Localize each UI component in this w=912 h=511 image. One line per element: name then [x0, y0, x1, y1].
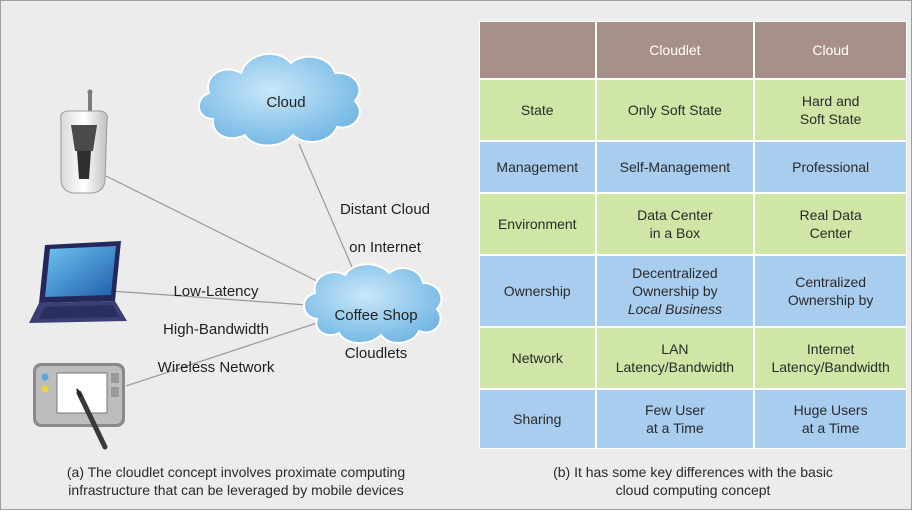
link-phone-to-cloudlet	[105, 175, 334, 290]
row-attr: Sharing	[479, 389, 596, 449]
cell-text: Data Center	[637, 207, 713, 223]
link-laptop-to-cloudlet	[110, 290, 322, 307]
cell-text: Local Business	[627, 301, 722, 317]
network-line-2: High-Bandwidth	[163, 321, 269, 338]
cloud-cell: Hard and Soft State	[754, 79, 907, 141]
cell-text: at a Time	[646, 420, 704, 436]
row-attr: Environment	[479, 193, 596, 255]
concept-diagram	[29, 53, 443, 450]
cell-text: LAN	[661, 341, 689, 357]
cloudlet-cell: LAN Latency/Bandwidth	[595, 327, 755, 389]
table-row: Sharing Few User at a Time Huge Users at…	[479, 389, 907, 449]
cloud-cell: Centralized Ownership by	[754, 255, 907, 327]
caption-b-line-2: cloud computing concept	[615, 482, 771, 498]
header-cloud: Cloud	[754, 21, 907, 79]
caption-a: (a) The cloudlet concept involves proxim…	[11, 463, 461, 499]
row-attr: Management	[479, 141, 596, 193]
cell-text: Huge Users	[793, 402, 868, 418]
table-row: Ownership Decentralized Ownership by Loc…	[479, 255, 907, 327]
cloudlet-cell: Decentralized Ownership by Local Busines…	[595, 255, 755, 327]
cell-text: Latency/Bandwidth	[615, 359, 735, 375]
cell-text: at a Time	[801, 420, 860, 436]
cell-text: Only Soft State	[627, 102, 722, 118]
cell-text: Professional	[792, 159, 870, 175]
cloudlet-cell: Data Center in a Box	[595, 193, 755, 255]
tablet-stylus-icon	[33, 363, 125, 450]
comparison-table: Cloudlet Cloud State Only Soft State Har…	[479, 21, 907, 449]
header-corner	[479, 21, 596, 79]
cell-text: Center	[809, 225, 852, 241]
table-header-row: Cloudlet Cloud	[479, 21, 907, 79]
network-label: Low-Latency High-Bandwidth Wireless Netw…	[141, 263, 291, 396]
cell-text: Internet	[806, 341, 855, 357]
cloud-cell: Internet Latency/Bandwidth	[754, 327, 907, 389]
cloud-icon	[198, 53, 361, 147]
cloudlet-concept-panel: Cloud Distant Cloud on Internet Low-Late…	[1, 1, 471, 511]
cell-text: Real Data	[799, 207, 862, 223]
cloud-label: Cloud	[266, 94, 306, 111]
cell-text: Ownership by	[632, 283, 718, 299]
cloudlet-line-1: Coffee Shop	[334, 307, 418, 324]
cell-text: Hard and	[801, 93, 860, 109]
cloudlet-label: Coffee Shop Cloudlets	[319, 287, 433, 382]
link-cloud-to-cloudlet	[298, 143, 359, 282]
cloudlet-cell: Self-Management	[595, 141, 755, 193]
cloudlet-cell: Few User at a Time	[595, 389, 755, 449]
cell-text: Self-Management	[619, 159, 731, 175]
table-row: Environment Data Center in a Box Real Da…	[479, 193, 907, 255]
cell-text: in a Box	[649, 225, 701, 241]
table-row: Management Self-Management Professional	[479, 141, 907, 193]
caption-b: (b) It has some key differences with the…	[479, 463, 907, 499]
distant-cloud-line-1: Distant Cloud	[339, 201, 431, 218]
cloudlet-line-2: Cloudlets	[344, 345, 408, 362]
cloud-cell: Huge Users at a Time	[754, 389, 907, 449]
network-line-3: Wireless Network	[157, 359, 275, 376]
caption-b-line-1: (b) It has some key differences with the…	[553, 464, 833, 480]
cloud-cell: Professional	[754, 141, 907, 193]
distant-cloud-label: Distant Cloud on Internet	[323, 181, 447, 276]
row-attr: Network	[479, 327, 596, 389]
caption-a-line-2: infrastructure that can be leveraged by …	[68, 482, 404, 498]
network-line-1: Low-Latency	[173, 283, 259, 300]
table-row: Network LAN Latency/Bandwidth Internet L…	[479, 327, 907, 389]
cell-text: Decentralized	[632, 265, 718, 281]
row-attr: Ownership	[479, 255, 596, 327]
row-attr: State	[479, 79, 596, 141]
cell-text: Ownership by	[787, 292, 874, 308]
cell-text: Few User	[644, 402, 705, 418]
mobile-phone-icon	[60, 89, 108, 194]
cloudlet-cloud-icon	[303, 263, 443, 344]
caption-a-line-1: (a) The cloudlet concept involves proxim…	[66, 464, 406, 480]
distant-cloud-line-2: on Internet	[349, 239, 421, 256]
cloud-cell: Real Data Center	[754, 193, 907, 255]
cell-text: Centralized	[795, 274, 867, 290]
comparison-panel: Cloudlet Cloud State Only Soft State Har…	[471, 1, 912, 511]
cell-text: Soft State	[799, 111, 862, 127]
header-cloudlet: Cloudlet	[595, 21, 755, 79]
table-row: State Only Soft State Hard and Soft Stat…	[479, 79, 907, 141]
laptop-icon	[29, 241, 127, 323]
cell-text: Latency/Bandwidth	[771, 359, 890, 375]
cloudlet-cell: Only Soft State	[595, 79, 755, 141]
link-tablet-to-cloudlet	[125, 320, 324, 387]
